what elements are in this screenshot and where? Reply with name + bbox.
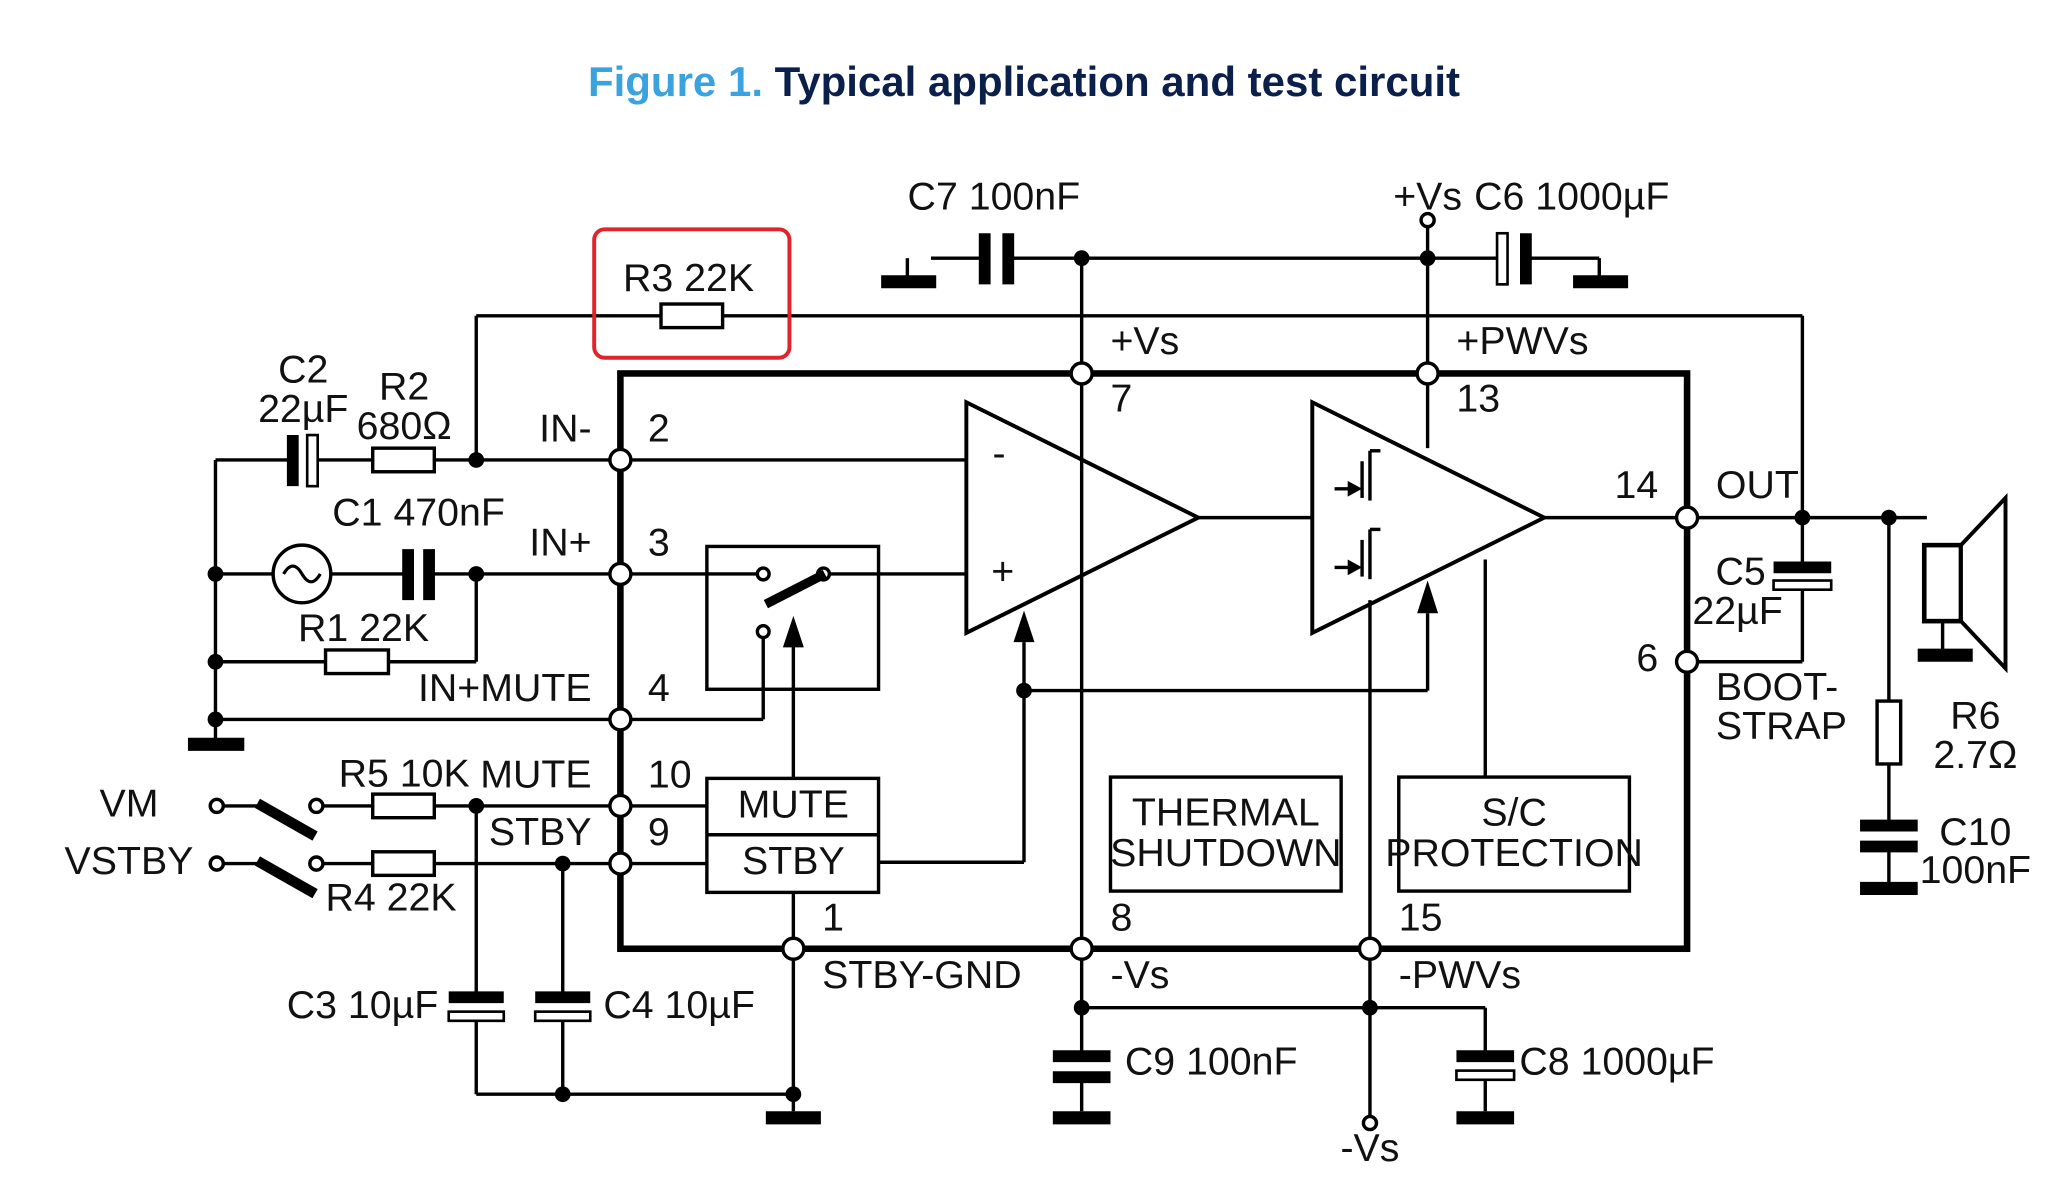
r4-label: R4 22K: [326, 876, 457, 920]
pin-10-number: 10: [648, 753, 692, 797]
capacitor-c4: [533, 991, 592, 1023]
pin-vs-pos-label: +Vs: [1110, 319, 1179, 363]
vm-switch-icon: [208, 797, 325, 841]
capacitor-c3: [447, 991, 506, 1023]
c5-name-label: C5: [1715, 549, 1765, 593]
sc-protection-line1: S/C: [1481, 791, 1547, 835]
power-amplifier: [1310, 399, 1549, 637]
r6-name-label: R6: [1950, 694, 2000, 738]
pin-1-number: 1: [822, 895, 844, 939]
junction-dots: [207, 250, 1897, 1103]
r2-name-label: R2: [379, 365, 429, 409]
pin-in-minus-label: IN-: [539, 407, 591, 451]
r5-label: R5 10K: [339, 751, 470, 795]
thermal-shutdown-block: [1108, 775, 1343, 893]
vstby-switch-icon: [208, 855, 325, 899]
pin-in-plus-mute-label: IN+MUTE: [418, 666, 592, 710]
figure-title: Figure 1. Typical application and test c…: [0, 58, 2048, 106]
c10-value-label: 100nF: [1920, 848, 2031, 892]
pin-in-plus-label: IN+: [529, 521, 591, 565]
resistor-r2: [371, 446, 437, 474]
c5-value-label: 22µF: [1692, 589, 1782, 633]
poweramp-bias-arrow: [1417, 580, 1439, 614]
figure-caption: Typical application and test circuit: [774, 58, 1461, 105]
pin-15-number: 15: [1399, 895, 1443, 939]
c9-label: C9 100nF: [1125, 1040, 1298, 1084]
pin-3-number: 3: [648, 521, 670, 565]
pin-6-number: 6: [1636, 636, 1658, 680]
r3-highlight-box: [592, 227, 792, 360]
pin-vs-neg-label: -Vs: [1110, 953, 1169, 997]
c2-value-label: 22µF: [258, 387, 348, 431]
c3-label: C3 10µF: [287, 983, 439, 1027]
resistor-r1: [323, 648, 391, 676]
pin-pwvs-neg-label: -PWVs: [1399, 953, 1521, 997]
pin-4-number: 4: [648, 666, 670, 710]
resistor-r6: [1875, 699, 1903, 766]
capacitor-c1: [402, 549, 435, 601]
c1-label: C1 470nF: [332, 490, 505, 534]
capacitor-c7: [978, 233, 1015, 285]
capacitor-c8: [1455, 1050, 1516, 1082]
pin-stby-gnd-label: STBY-GND: [822, 953, 1021, 997]
c2-name-label: C2: [278, 348, 328, 392]
pin-mute-label: MUTE: [480, 753, 591, 797]
pin-stby-label: STBY: [489, 810, 592, 854]
stby-block-label: STBY: [742, 839, 845, 883]
vstby-label: VSTBY: [65, 839, 194, 883]
resistor-r3: [659, 302, 725, 330]
vs-bottom-label: -Vs: [1340, 1126, 1399, 1170]
mute-block-label: MUTE: [738, 783, 849, 827]
resistor-r5: [371, 792, 437, 820]
c6-label: C6 1000µF: [1474, 175, 1669, 219]
speaker-icon: [1921, 493, 2008, 674]
figure-number: Figure 1.: [587, 58, 763, 105]
c7-label: C7 100nF: [908, 175, 1081, 219]
pin-7-number: 7: [1110, 376, 1132, 420]
mute-switch-box: [705, 544, 881, 691]
capacitor-c9: [1052, 1050, 1111, 1084]
mute-switch-arrow: [782, 615, 804, 648]
vm-label: VM: [100, 781, 159, 825]
r2-value-label: 680Ω: [357, 404, 452, 448]
thermal-shutdown-line2: SHUTDOWN: [1110, 831, 1341, 875]
pin-14-number: 14: [1615, 463, 1659, 507]
r3-label: R3 22K: [623, 256, 754, 300]
mute-switch-icon: [763, 569, 827, 609]
capacitor-c6: [1495, 231, 1532, 286]
capacitor-c10: [1860, 819, 1918, 853]
opamp-inverting-sign: -: [993, 432, 1006, 476]
thermal-shutdown-line1: THERMAL: [1132, 791, 1320, 835]
pin-9-number: 9: [648, 810, 670, 854]
r1-label: R1 22K: [298, 606, 429, 650]
c10-name-label: C10: [1939, 810, 2011, 854]
opamp-bias-arrow: [1013, 610, 1035, 643]
pin-13-number: 13: [1456, 376, 1500, 420]
ground-symbols: [187, 258, 1973, 1125]
preamp-opamp: [964, 399, 1203, 637]
r6-value-label: 2.7Ω: [1933, 733, 2017, 777]
pin-bootstrap-line1: BOOT-: [1716, 665, 1838, 709]
c4-label: C4 10µF: [603, 983, 755, 1027]
pin-8-number: 8: [1110, 895, 1132, 939]
c8-label: C8 1000µF: [1519, 1040, 1714, 1084]
pin-bootstrap-line2: STRAP: [1716, 704, 1847, 748]
sc-protection-block: [1397, 775, 1632, 893]
vs-top-label: +Vs: [1393, 175, 1462, 219]
pin-pwvs-pos-label: +PWVs: [1456, 319, 1588, 363]
pin-out-label: OUT: [1716, 463, 1799, 507]
ic-pins: [608, 211, 1700, 1132]
opamp-noninverting-sign: +: [991, 549, 1014, 593]
resistor-r4: [371, 850, 437, 878]
pin-2-number: 2: [648, 407, 670, 451]
power-transistor-icon: [1334, 449, 1381, 580]
ac-source-icon: [271, 543, 333, 605]
sc-protection-line2: PROTECTION: [1385, 831, 1643, 875]
capacitor-c2: [286, 433, 319, 488]
capacitor-c5: [1772, 561, 1833, 591]
